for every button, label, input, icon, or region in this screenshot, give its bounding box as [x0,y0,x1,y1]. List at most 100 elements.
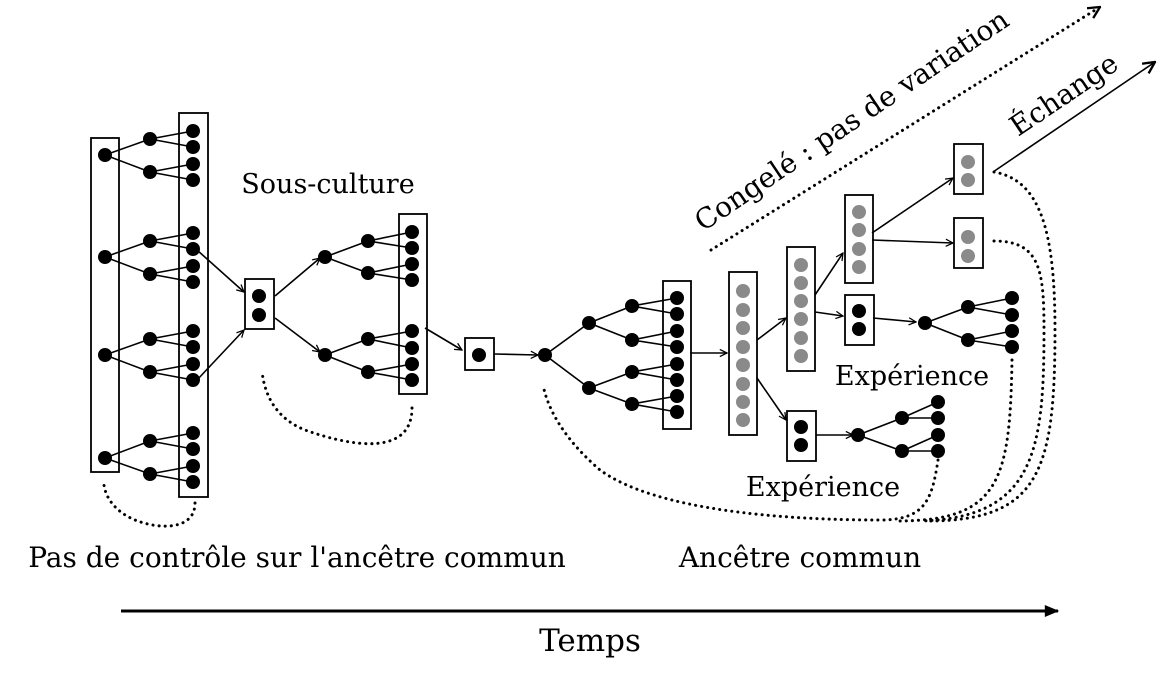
node-dot [143,234,157,248]
frozen-node-dot [736,321,750,335]
frozen-node-dot [794,331,808,345]
node-dot [361,332,375,346]
node-dot [895,411,909,425]
node-dot [186,373,200,387]
node-dot [98,348,112,362]
node-dot [961,300,975,314]
node-dot [186,173,200,187]
frozen-top-box [844,194,874,284]
common-ancestor-node [538,348,552,362]
exchange-arrow [992,62,1155,173]
node-dot [186,259,200,273]
node-dot [405,373,419,387]
node-dot [1005,324,1019,338]
frozen-node-dot [852,205,866,219]
frozen-node-dot [961,230,975,244]
node-dot [625,397,639,411]
frozen-label: Congelé : pas de variation [688,3,1014,238]
node-dot [851,428,865,442]
frozen-node-dot [736,358,750,372]
node-dot [186,226,200,240]
node-dot [143,434,157,448]
arrow-transfer1-to-branch-b [274,317,320,352]
node-dot [582,381,596,395]
frozen-node-dot [794,312,808,326]
node-dot [252,308,266,322]
arrow-grey-to-grey-top [814,253,843,296]
node-dot [582,316,596,330]
node-dot [931,444,945,458]
node-dot [143,467,157,481]
node-dot [670,389,684,403]
transfer-box-2 [464,337,495,371]
node-dot [931,428,945,442]
node-dot [186,442,200,456]
node-dot [472,348,486,362]
node-dot [143,267,157,281]
transfer-box-1 [244,278,275,330]
main-culture-box [662,280,692,430]
node-dot [186,242,200,256]
frozen-node-dot [794,294,808,308]
frozen-node-dot [736,340,750,354]
frozen-column-box [728,271,758,436]
node-dot [186,475,200,489]
node-dot [143,132,157,146]
arrow-to-transfer-1b [196,330,244,381]
node-dot [186,357,200,371]
feedback-path-exchange-2 [918,239,1046,523]
node-dot [405,324,419,338]
node-dot [98,148,112,162]
frozen-node-dot [852,260,866,274]
ancestor-population-box [90,137,120,473]
node-dot [186,140,200,154]
node-dot [1005,340,1019,354]
feedback-path-no-control [102,483,197,528]
node-dot [361,365,375,379]
node-dot [1005,308,1019,322]
frozen-node-dot [961,249,975,263]
frozen-node-dot [852,242,866,256]
node-dot [852,322,866,336]
experience-label-bottom: Expérience [746,472,900,503]
frozen-node-dot [736,413,750,427]
node-dot [405,257,419,271]
feedback-path-exp-top [898,358,1014,523]
node-dot [186,275,200,289]
frozen-node-dot [736,395,750,409]
node-dot [318,348,332,362]
node-dot [186,459,200,473]
node-dot [186,124,200,138]
frozen-node-dot [961,155,975,169]
time-label: Temps [539,623,641,659]
feedback-path-exp-bottom [541,383,940,522]
frozen-node-dot [961,173,975,187]
node-dot [405,241,419,255]
node-dot [186,157,200,171]
feedback-path-subculture [260,369,414,446]
arrow-frozen-to-grey-col [756,318,786,341]
node-dot [670,324,684,338]
node-dot [961,333,975,347]
frozen-small-box [953,217,984,269]
node-dot [143,365,157,379]
node-dot [918,316,932,330]
experience-label-top: Expérience [835,361,989,392]
node-dot [98,250,112,264]
subculture-label: Sous-culture [241,169,414,200]
node-dot [143,165,157,179]
arrow-to-exchange-box [871,178,953,234]
arrow-to-transfer-1 [196,249,244,292]
no-control-label: Pas de contrôle sur l'ancêtre commun [28,541,566,574]
node-dot [143,332,157,346]
node-dot [670,357,684,371]
node-dot [405,225,419,239]
frozen-node-dot [794,258,808,272]
node-dot [670,405,684,419]
node-dots [98,124,1019,489]
node-dot [186,426,200,440]
node-dot [670,307,684,321]
experience-bottom-box [786,410,817,462]
node-dot [1005,291,1019,305]
experience-top-box [844,294,875,346]
